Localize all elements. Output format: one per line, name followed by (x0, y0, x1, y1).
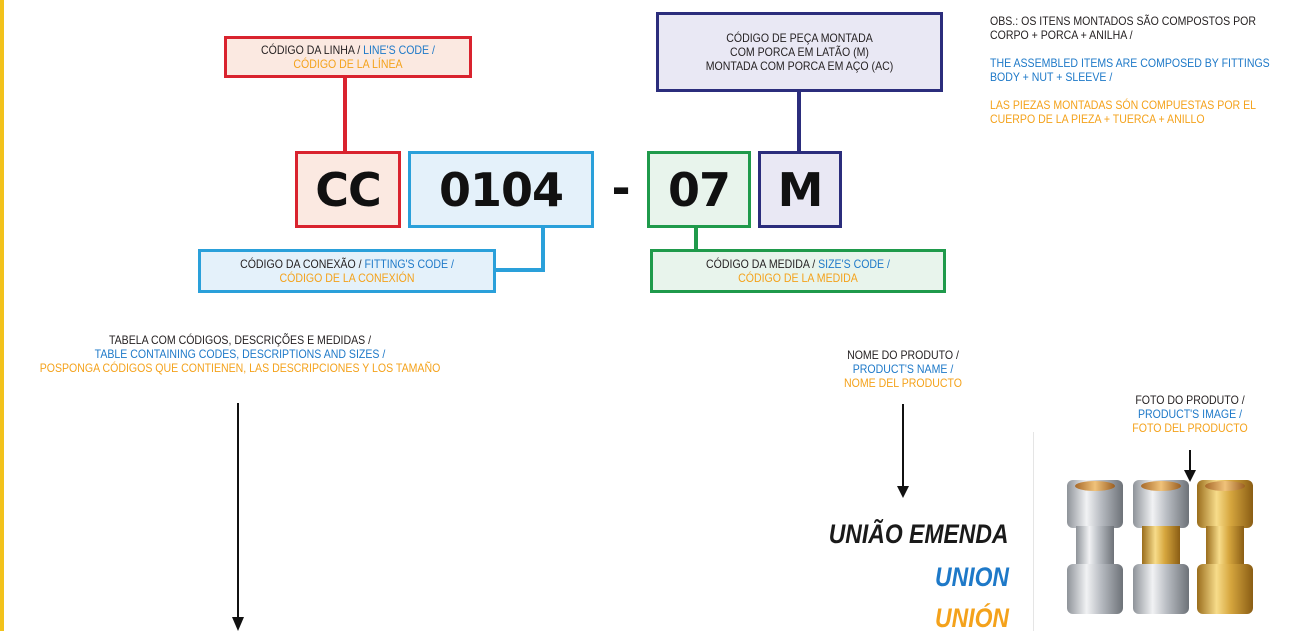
table-arrow-line (237, 403, 239, 619)
table-label-es: POSPONGA CÓDIGOS QUE CONTIENEN, LAS DESC… (39, 361, 441, 375)
product-name-label-es: NOME DEL PRODUCTO (844, 376, 962, 390)
page-edge-stripe (0, 0, 4, 631)
line-code-label-es: CÓDIGO DE LA LÍNEA (293, 57, 403, 71)
line-code-box: CÓDIGO DA LINHA / LINE'S CODE / CÓDIGO D… (224, 36, 472, 78)
fitting-code-box: CÓDIGO DA CONEXÃO / FITTING'S CODE / CÓD… (198, 249, 496, 293)
product-name-label-en: PRODUCT'S NAME / (852, 362, 954, 376)
assembly-notes: OBS.: OS ITENS MONTADOS SÃO COMPOSTOS PO… (990, 14, 1272, 140)
product-photo-panel (1033, 432, 1311, 631)
product-title-en: UNION (935, 562, 1009, 592)
code-line-part: CC (295, 151, 401, 228)
table-label: TABELA COM CÓDIGOS, DESCRIÇÕES E MEDIDAS… (11, 333, 469, 375)
size-code-label-es: CÓDIGO DE LA MEDIDA (738, 271, 858, 285)
fitting-steel (1067, 480, 1123, 614)
code-assembly-part: M (758, 151, 842, 228)
line-code-label-pt: CÓDIGO DA LINHA / (261, 43, 364, 57)
table-label-pt: TABELA COM CÓDIGOS, DESCRIÇÕES E MEDIDAS… (108, 333, 372, 347)
assembled-label-line2: COM PORCA EM LATÃO (M) (730, 45, 869, 59)
size-code-box: CÓDIGO DA MEDIDA / SIZE'S CODE / CÓDIGO … (650, 249, 946, 293)
code-size-text: 07 (667, 162, 731, 217)
product-image-label-es: FOTO DEL PRODUCTO (1132, 421, 1248, 435)
assembled-label-line1: CÓDIGO DE PEÇA MONTADA (726, 31, 873, 45)
assembled-connector (797, 92, 801, 151)
arrow-down-icon (1184, 470, 1196, 482)
product-image-label-en: PRODUCT'S IMAGE / (1137, 407, 1243, 421)
size-code-label-pt: CÓDIGO DA MEDIDA / (706, 257, 819, 271)
product-name-label-pt: NOME DO PRODUTO / (847, 348, 959, 362)
size-code-connector (694, 228, 698, 251)
product-image-label: FOTO DO PRODUTO / PRODUCT'S IMAGE / FOTO… (1102, 393, 1278, 435)
size-code-label-en: SIZE'S CODE / (818, 257, 890, 271)
fitting-code-label-es: CÓDIGO DE LA CONEXIÓN (279, 271, 415, 285)
line-code-label-en: LINE'S CODE / (363, 43, 435, 57)
code-line-text: CC (315, 162, 382, 217)
code-fitting-part: 0104 (408, 151, 594, 228)
notes-pt: OBS.: OS ITENS MONTADOS SÃO COMPOSTOS PO… (990, 14, 1257, 42)
fitting-brass (1197, 480, 1253, 614)
fitting-code-label-pt: CÓDIGO DA CONEXÃO / (240, 257, 365, 271)
fitting-code-label-en: FITTING'S CODE / (364, 257, 454, 271)
code-assembly-text: M (777, 162, 824, 217)
arrow-down-icon (232, 617, 244, 631)
assembled-label-line3: MONTADA COM PORCA EM AÇO (AC) (705, 59, 894, 73)
notes-es: LAS PIEZAS MONTADAS SÓN COMPUESTAS POR E… (990, 98, 1256, 126)
product-image-label-pt: FOTO DO PRODUTO / (1135, 393, 1245, 407)
assembled-code-box: CÓDIGO DE PEÇA MONTADA COM PORCA EM LATÃ… (656, 12, 943, 92)
arrow-down-icon (897, 486, 909, 498)
product-image-arrow-line (1189, 450, 1191, 472)
product-name-arrow-line (902, 404, 904, 488)
code-fitting-text: 0104 (438, 162, 564, 217)
product-title-pt: UNIÃO EMENDA (829, 519, 1009, 549)
union-fittings-photo (1067, 480, 1253, 614)
fitting-code-connector-h (494, 268, 545, 272)
notes-en: THE ASSEMBLED ITEMS ARE COMPOSED BY FITT… (990, 56, 1270, 84)
product-name-label: NOME DO PRODUTO / PRODUCT'S NAME / NOME … (815, 348, 991, 390)
code-size-part: 07 (647, 151, 751, 228)
fitting-mixed (1133, 480, 1189, 614)
line-code-connector (343, 78, 347, 151)
code-dash: - (611, 161, 631, 215)
fitting-code-connector-v (541, 228, 545, 272)
table-label-en: TABLE CONTAINING CODES, DESCRIPTIONS AND… (94, 347, 386, 361)
product-title-es: UNIÓN (935, 603, 1009, 633)
